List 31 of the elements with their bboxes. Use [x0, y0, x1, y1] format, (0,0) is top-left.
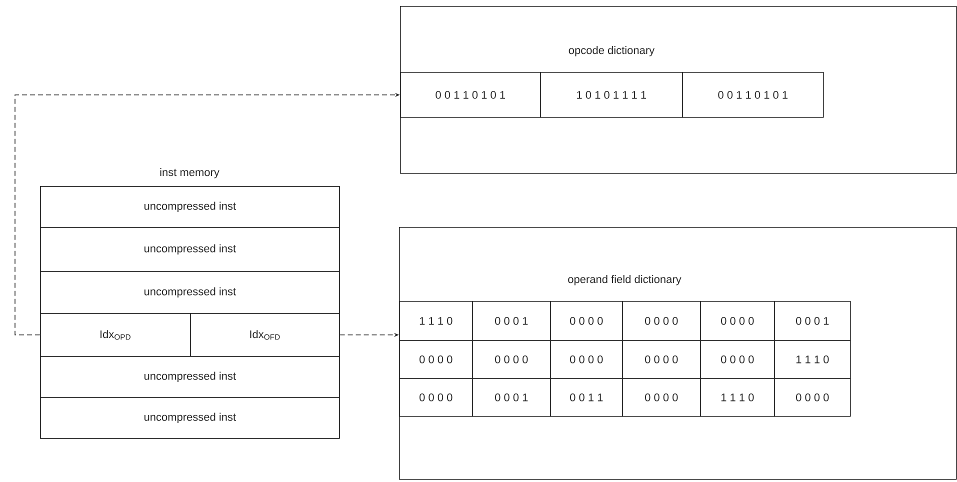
table-cell: 0 0 1 1 0 1 0 1	[400, 72, 541, 118]
table-cell: uncompressed inst	[40, 397, 340, 439]
table-cell: 0 0 0 0	[399, 340, 473, 379]
table-cell: uncompressed inst	[40, 186, 340, 228]
table-heading: inst memory	[160, 168, 220, 178]
table-cell: 1 1 1 0	[700, 378, 775, 417]
table-cell: 0 0 0 0	[622, 378, 701, 417]
table-cell: 0 0 0 0	[399, 378, 473, 417]
table-cell: uncompressed inst	[40, 271, 340, 314]
table-cell: 0 0 0 1	[774, 301, 851, 341]
table-cell: 0 0 0 0	[700, 340, 775, 379]
table-cell: Idx$_{OPD}$	[40, 313, 191, 357]
table-cell: 1 0 1 0 1 1 1 1	[540, 72, 683, 118]
table-cell: 0 0 0 1	[472, 378, 551, 417]
box-heading: opcode dictionary	[568, 46, 655, 56]
table-cell: 0 0 0 0	[774, 378, 851, 417]
table-cell: 0 0 0 0	[472, 340, 551, 379]
table-cell: 0 0 0 0	[622, 301, 701, 341]
table-cell: 0 0 1 1 0 1 0 1	[682, 72, 824, 118]
table-cell: 0 0 0 0	[550, 301, 623, 341]
table-cell: uncompressed inst	[40, 227, 340, 272]
table-cell: 0 0 0 1	[472, 301, 551, 341]
table-cell: 1 1 1 0	[399, 301, 473, 341]
table-cell: 0 0 0 0	[700, 301, 775, 341]
box-heading: operand field dictionary	[568, 275, 682, 286]
table-cell: Idx$_{OFD}$	[190, 313, 340, 357]
table-cell: uncompressed inst	[40, 356, 340, 398]
table-cell: 0 0 0 0	[622, 340, 701, 379]
table-cell: 1 1 1 0	[774, 340, 851, 379]
table-cell: 0 0 0 0	[550, 340, 623, 379]
table-cell: 0 0 1 1	[550, 378, 623, 417]
